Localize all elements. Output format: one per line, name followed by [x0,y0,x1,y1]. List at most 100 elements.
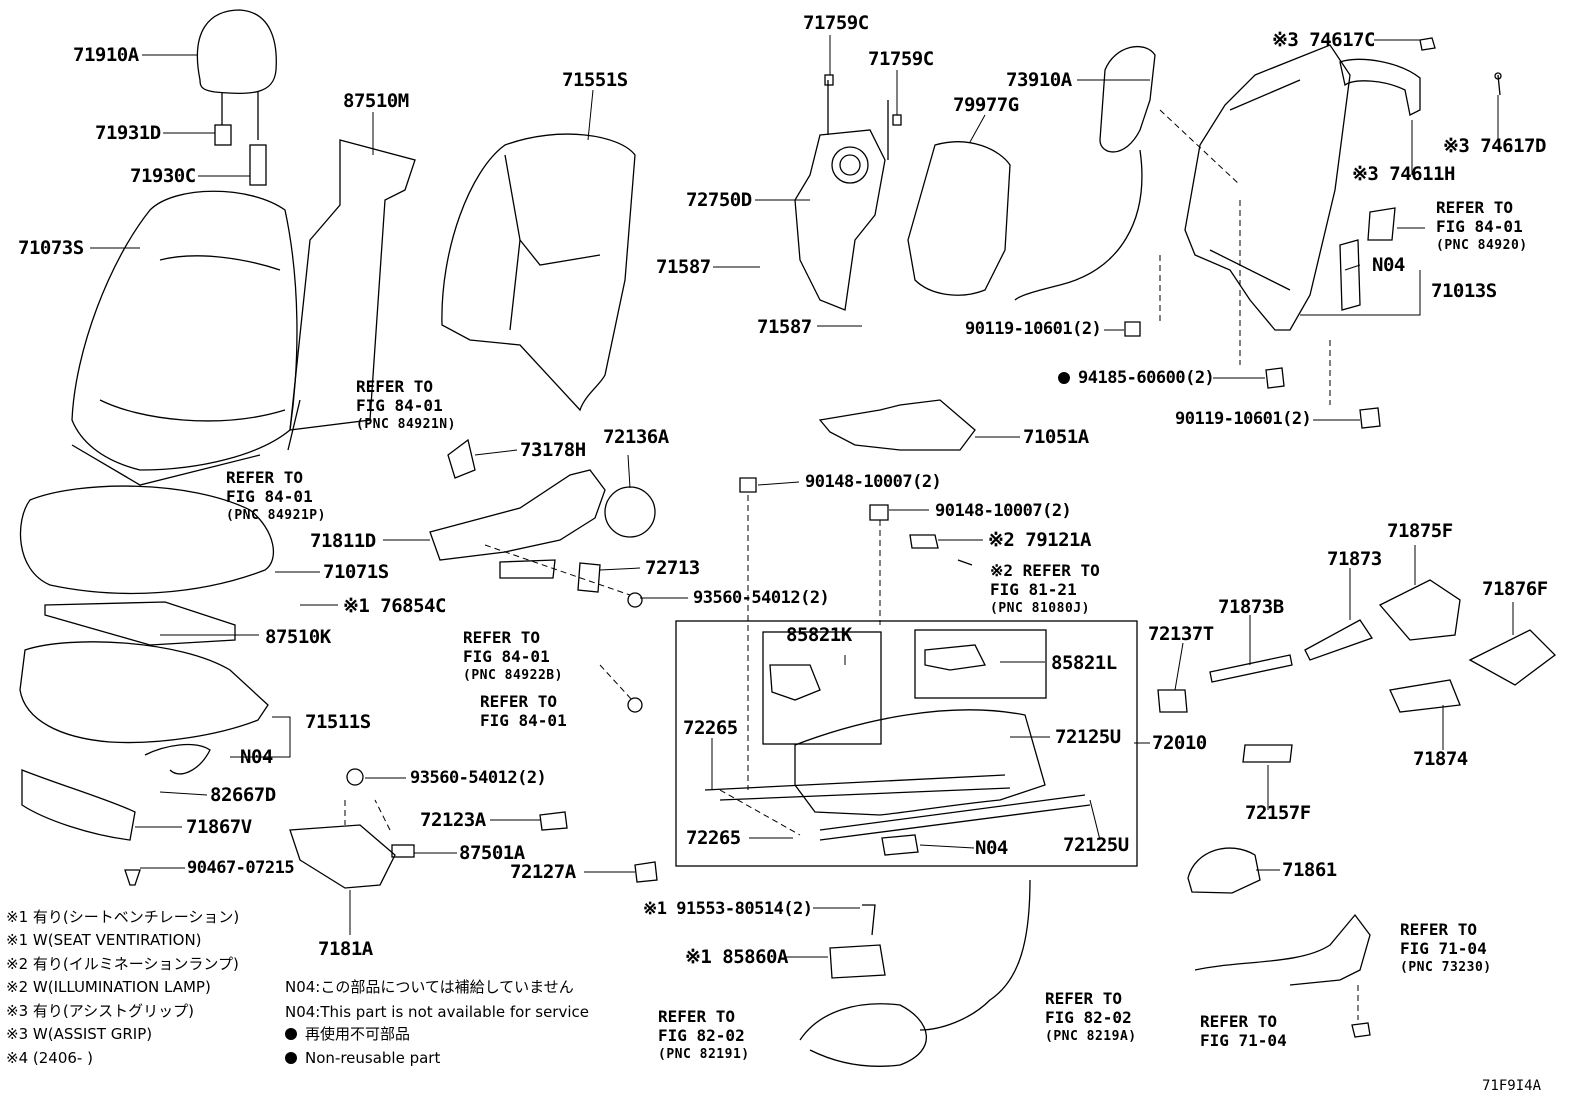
part-87510K[interactable]: 87510K [265,626,331,648]
part-71073S[interactable]: 71073S [18,237,84,259]
part-71873[interactable]: 71873 [1327,548,1382,570]
part-71587-a[interactable]: 71587 [656,256,711,278]
refer-to-81080J[interactable]: ※2 REFER TO FIG 81-21 (PNC 81080J) [990,561,1100,618]
part-79977G[interactable]: 79977G [953,94,1019,116]
refer-line: REFER TO [356,377,434,396]
part-85821K[interactable]: 85821K [786,624,852,646]
part-90119-10601-b[interactable]: 90119-10601(2) [1175,409,1312,429]
part-71551S[interactable]: 71551S [562,69,628,91]
legend-line-4: ※2 W(ILLUMINATION LAMP) [6,978,211,996]
part-73910A[interactable]: 73910A [1006,69,1072,91]
nut-94185 [1265,367,1285,389]
bolt-90148-b [869,504,889,521]
part-82667D[interactable]: 82667D [210,784,276,806]
part-79121A[interactable]: ※2 79121A [988,529,1091,551]
part-93560-54012-a[interactable]: 93560-54012(2) [693,588,830,608]
part-72010[interactable]: 72010 [1152,732,1207,754]
part-71874[interactable]: 71874 [1413,748,1468,770]
refer-to-84920[interactable]: REFER TO FIG 84-01 (PNC 84920) [1436,198,1528,255]
part-71910A[interactable]: 71910A [73,44,139,66]
part-N04-b[interactable]: N04 [240,746,273,768]
assist-grip-drawing [1339,58,1421,116]
part-71876F[interactable]: 71876F [1482,578,1548,600]
seatback-pad-drawing [441,133,636,412]
part-71759C-a[interactable]: 71759C [803,12,869,34]
part-85860A[interactable]: ※1 85860A [685,946,788,968]
refer-to-73230[interactable]: REFER TO FIG 71-04 (PNC 73230) [1400,920,1492,977]
part-71930C[interactable]: 71930C [130,165,196,187]
non-reusable-marker [1058,372,1070,384]
part-71013S[interactable]: 71013S [1431,280,1497,302]
refer-line: REFER TO [226,468,304,487]
part-71051A[interactable]: 71051A [1023,426,1089,448]
refer-to-84921N[interactable]: REFER TO FIG 84-01 (PNC 84921N) [356,377,456,434]
part-71587-b[interactable]: 71587 [757,316,812,338]
part-7181A[interactable]: 7181A [318,938,373,960]
seat-motor-l [924,644,986,671]
part-71759C-b[interactable]: 71759C [868,48,934,70]
part-71861[interactable]: 71861 [1282,859,1337,881]
legend-line-6: ※3 W(ASSIST GRIP) [6,1025,153,1043]
part-72136A[interactable]: 72136A [603,426,669,448]
part-72750D[interactable]: 72750D [686,189,752,211]
note-n04-en: N04:This part is not available for servi… [285,1003,589,1021]
figure-code: 71F9I4A [1482,1078,1542,1094]
refer-to-84-01[interactable]: REFER TO FIG 84-01 [480,692,567,730]
part-72713[interactable]: 72713 [645,557,700,579]
refer-pnc: (PNC 82191) [658,1047,750,1062]
part-72125U-a[interactable]: 72125U [1055,726,1121,748]
part-72157F[interactable]: 72157F [1245,802,1311,824]
refer-fig: FIG 84-01 [480,711,567,730]
part-74617C[interactable]: ※3 74617C [1272,29,1375,51]
part-N04-c[interactable]: N04 [975,837,1008,859]
part-71867V[interactable]: 71867V [186,816,252,838]
refer-pnc: (PNC 84922B) [463,668,563,683]
part-72137T[interactable]: 72137T [1148,623,1214,645]
part-73178H[interactable]: 73178H [520,439,586,461]
refer-to-82191[interactable]: REFER TO FIG 82-02 (PNC 82191) [658,1007,750,1064]
part-72265-b[interactable]: 72265 [686,827,741,849]
part-85821L[interactable]: 85821L [1051,652,1117,674]
part-74611H[interactable]: ※3 74611H [1352,163,1455,185]
heater-pad-lower [44,601,236,646]
refer-fig: FIG 82-02 [1045,1008,1132,1027]
part-72127A[interactable]: 72127A [510,861,576,883]
refer-to-8219A[interactable]: REFER TO FIG 82-02 (PNC 8219A) [1045,989,1137,1046]
part-74617D[interactable]: ※3 74617D [1443,135,1546,157]
refer-to-84921P[interactable]: REFER TO FIG 84-01 (PNC 84921P) [226,468,326,525]
seat-switch-85860a [829,944,886,979]
part-72125U-b[interactable]: 72125U [1063,834,1129,856]
part-90467-07215[interactable]: 90467-07215 [187,858,295,878]
part-71931D[interactable]: 71931D [95,122,161,144]
headrest-drawing [196,9,277,94]
part-71071S[interactable]: 71071S [323,561,389,583]
part-71875F[interactable]: 71875F [1387,520,1453,542]
part-71511S[interactable]: 71511S [305,711,371,733]
part-90119-10601-a[interactable]: 90119-10601(2) [965,319,1102,339]
refer-to-71-04[interactable]: REFER TO FIG 71-04 [1200,1012,1287,1050]
part-72123A[interactable]: 72123A [420,809,486,831]
part-90148-10007-a[interactable]: 90148-10007(2) [805,472,942,492]
part-76854C[interactable]: ※1 76854C [343,595,446,617]
refer-fig: FIG 84-01 [463,647,550,666]
part-90148-10007-b[interactable]: 90148-10007(2) [935,501,1072,521]
part-N04-a[interactable]: N04 [1372,254,1405,276]
refer-fig: FIG 71-04 [1400,939,1487,958]
part-72265-a[interactable]: 72265 [683,717,738,739]
part-71811D[interactable]: 71811D [310,530,376,552]
part-71873B[interactable]: 71873B [1218,596,1284,618]
refer-fig: FIG 84-01 [226,487,313,506]
refer-pnc: (PNC 84920) [1436,238,1528,253]
recliner-cover-72136a [604,486,656,538]
refer-to-84922B[interactable]: REFER TO FIG 84-01 (PNC 84922B) [463,628,563,685]
part-94185-60600[interactable]: 94185-60600(2) [1058,370,1215,387]
part-91553-80514[interactable]: ※1 91553-80514(2) [643,899,813,919]
wire-harness-b [919,879,1031,1031]
part-93560-54012-b[interactable]: 93560-54012(2) [410,768,547,788]
front-cover-drawing [21,769,136,841]
part-87510M[interactable]: 87510M [343,90,409,112]
lumbar-bracket-drawing [794,129,886,311]
headrest-guide-1 [214,124,232,146]
part-87501A[interactable]: 87501A [459,842,525,864]
